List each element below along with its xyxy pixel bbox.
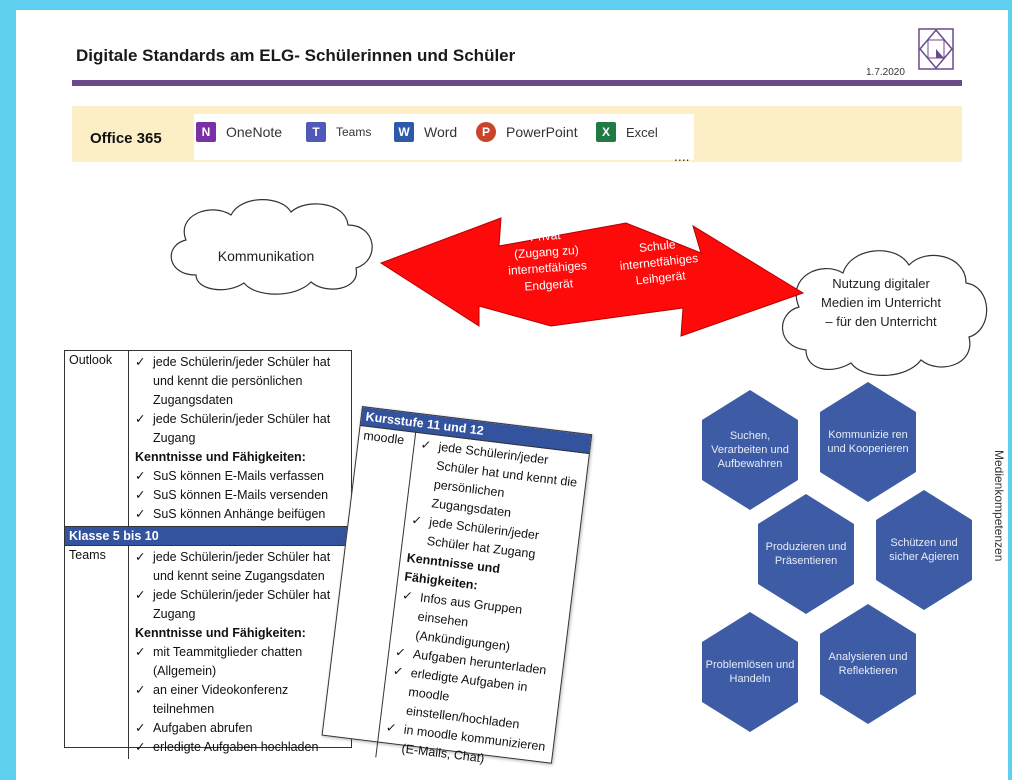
app-teams: T Teams xyxy=(306,122,371,142)
app-label: Excel xyxy=(626,124,658,140)
cloud-kommunikation-label: Kommunikation xyxy=(217,248,315,264)
check-icon: ✓ xyxy=(135,550,146,564)
check-icon: ✓ xyxy=(135,507,146,521)
app-label: OneNote xyxy=(226,124,283,140)
skills-header: Kenntnisse und Fähigkeiten: xyxy=(135,626,306,640)
hex-suchen: Suchen, Verarbeiten und Aufbewahren xyxy=(702,390,798,510)
cloud-nutzung xyxy=(782,250,988,376)
check-icon: ✓ xyxy=(135,355,146,369)
title-rule xyxy=(72,80,962,86)
band-klasse: Klasse 5 bis 10 xyxy=(65,526,351,546)
hex-analysieren: Analysieren und Reflektieren xyxy=(820,604,916,724)
page-title: Digitale Standards am ELG- Schülerinnen … xyxy=(76,46,516,65)
cloud-nutzung-label: Nutzung digitaler Medien im Unterricht –… xyxy=(821,276,941,329)
check-icon: ✓ xyxy=(135,683,146,697)
office-ellipsis: .... xyxy=(674,148,690,164)
check-icon: ✓ xyxy=(135,412,146,426)
skills-header: Kenntnisse und Fähigkeiten: xyxy=(135,450,306,464)
app-excel: X Excel xyxy=(596,122,658,142)
office-label: Office 365 xyxy=(90,130,162,147)
app-word: W Word xyxy=(394,122,457,142)
check-icon: ✓ xyxy=(135,645,146,659)
row-label-teams: Teams xyxy=(65,546,129,759)
check-icon: ✓ xyxy=(135,469,146,483)
app-label: Teams xyxy=(336,125,372,139)
table-klasse-5-10: Outlook ✓jede Schülerin/jeder Schüler ha… xyxy=(64,350,352,759)
app-label: PowerPoint xyxy=(506,124,578,140)
cloud-kommunikation xyxy=(170,199,373,295)
check-icon: ✓ xyxy=(135,488,146,502)
word-icon: W xyxy=(394,122,414,142)
hex-schuetzen: Schützen und sicher Agieren xyxy=(876,490,972,610)
arrow-text-privat: Privat (Zugang zu) internetfähiges Endge… xyxy=(507,228,588,294)
table-kursstufe: Kursstufe 11 und 12 moodle ✓jede Schüler… xyxy=(320,406,593,765)
slide: Digitale Standards am ELG- Schülerinnen … xyxy=(16,10,1008,780)
double-arrow xyxy=(379,217,805,337)
hex-kommunizieren: Kommunizie ren und Kooperieren xyxy=(820,382,916,502)
app-onenote: N OneNote xyxy=(196,122,282,142)
date-label: 1.7.2020 xyxy=(866,67,905,78)
hex-problemloesen: Problemlösen und Handeln xyxy=(702,612,798,732)
hex-produzieren: Produzieren und Präsentieren xyxy=(758,494,854,614)
check-icon: ✓ xyxy=(135,588,146,602)
check-icon: ✓ xyxy=(135,740,146,754)
teams-icon: T xyxy=(306,122,326,142)
check-icon: ✓ xyxy=(135,721,146,735)
excel-icon: X xyxy=(596,122,616,142)
side-label: Medienkompetenzen xyxy=(992,450,1006,562)
app-label: Word xyxy=(424,124,458,140)
powerpoint-icon: P xyxy=(476,122,496,142)
school-logo-icon xyxy=(918,28,954,70)
row-label-outlook: Outlook xyxy=(65,351,129,526)
app-powerpoint: P PowerPoint xyxy=(476,122,578,142)
onenote-icon: N xyxy=(196,122,216,142)
